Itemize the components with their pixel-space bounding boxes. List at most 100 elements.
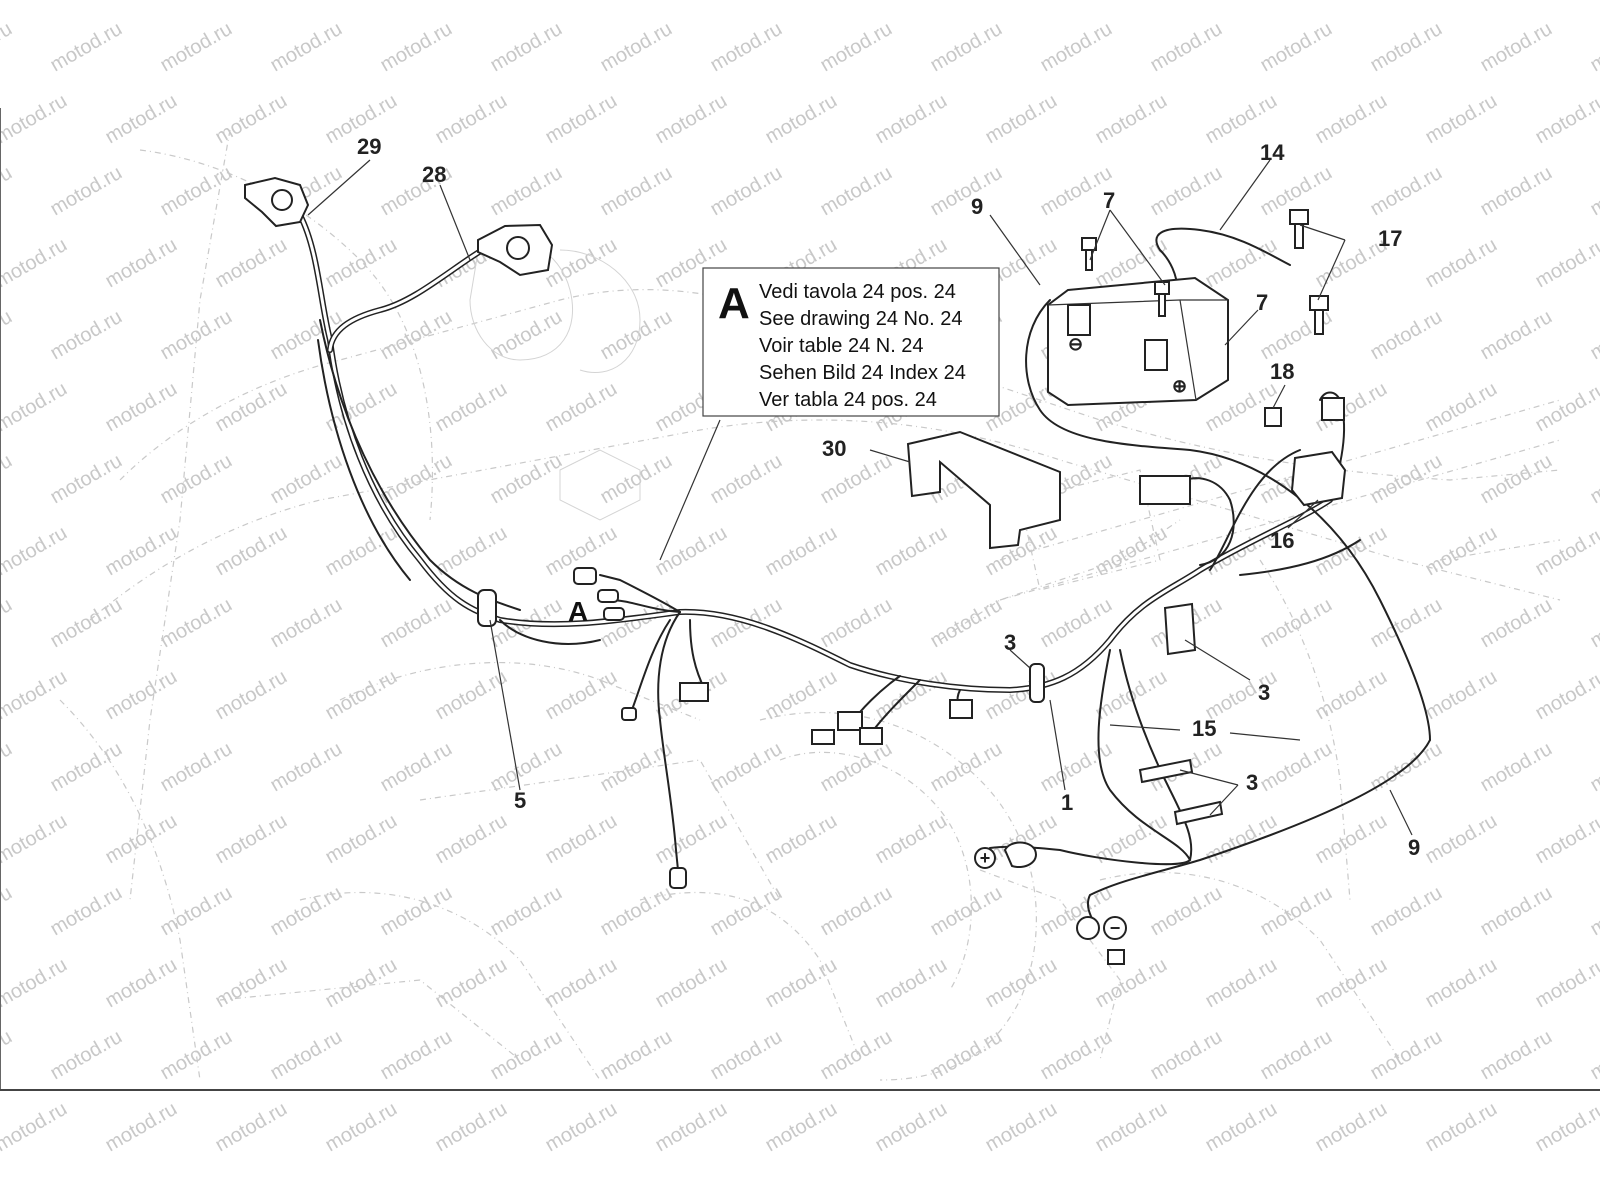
watermark-text: motod.ru — [1257, 738, 1336, 797]
watermark-text: motod.ru — [322, 378, 401, 437]
left-headlight-connector — [244, 176, 310, 228]
watermark-text: motod.ru — [1037, 738, 1116, 797]
watermark-text: motod.ru — [1587, 162, 1600, 221]
watermark-text: motod.ru — [102, 954, 181, 1013]
watermark-layer: motod.ru motod.ru motod.ru motod.ru motod.ru… — [0, 0, 1600, 1156]
watermark-text: motod.ru — [982, 90, 1061, 149]
watermark-text: motod.ru — [1422, 810, 1501, 869]
battery-positive-mark: ⊕ — [1172, 376, 1187, 396]
watermark-text: motod.ru — [432, 666, 511, 725]
watermark-text: motod.ru — [1587, 450, 1600, 509]
watermark-text: motod.ru — [487, 162, 566, 221]
watermark-text: motod.ru — [707, 450, 786, 509]
callout-a: A — [568, 596, 588, 627]
watermark-text: motod.ru — [1477, 306, 1556, 365]
legend-line-english: See drawing 24 No. 24 — [759, 308, 962, 330]
watermark-text: motod.ru — [212, 666, 291, 725]
battery-negative-mark: ⊖ — [1068, 334, 1083, 354]
watermark-text: motod.ru — [1147, 18, 1226, 77]
watermark-text: motod.ru — [377, 594, 456, 653]
watermark-text: motod.ru — [157, 450, 236, 509]
harness-clamp-lower — [1138, 758, 1224, 826]
watermark-text: motod.ru — [597, 882, 676, 941]
watermark-text: motod.ru — [1532, 954, 1600, 1013]
watermark-text: motod.ru — [377, 450, 456, 509]
watermark-text: motod.ru — [542, 378, 621, 437]
watermark-text: motod.ru — [982, 954, 1061, 1013]
positive-symbol-circle — [974, 847, 996, 869]
watermark-text: motod.ru — [542, 90, 621, 149]
watermark-text: motod.ru — [1422, 378, 1501, 437]
watermark-text: motod.ru — [1587, 738, 1600, 797]
watermark-text: motod.ru — [817, 162, 896, 221]
callout-labels: 29 28 9 7 14 17 7 18 30 16 A 3 3 15 3 5 … — [357, 134, 1420, 860]
watermark-text: motod.ru — [1422, 90, 1501, 149]
watermark-text: motod.ru — [322, 666, 401, 725]
watermark-text: motod.ru — [1257, 1026, 1336, 1085]
watermark-text: motod.ru — [1587, 306, 1600, 365]
negative-ground-terminal — [1076, 916, 1125, 965]
watermark-text: motod.ru — [762, 666, 841, 725]
watermark-text: motod.ru — [1147, 162, 1226, 221]
watermark-text: motod.ru — [157, 306, 236, 365]
watermark-text: motod.ru — [927, 162, 1006, 221]
watermark-text: motod.ru — [0, 450, 16, 509]
watermark-text: motod.ru — [0, 954, 71, 1013]
watermark-text: motod.ru — [1257, 882, 1336, 941]
watermark-text: motod.ru — [1092, 810, 1171, 869]
watermark-text: motod.ru — [1092, 1098, 1171, 1157]
watermark-text: motod.ru — [927, 882, 1006, 941]
watermark-text: motod.ru — [1422, 0, 1501, 4]
callout-7-right: 7 — [1256, 290, 1268, 315]
watermark-text: motod.ru — [0, 666, 71, 725]
watermark-text: motod.ru — [542, 1098, 621, 1157]
fuse — [1264, 407, 1282, 427]
watermark-text: motod.ru — [212, 954, 291, 1013]
watermark-text: motod.ru — [212, 0, 291, 4]
watermark-text: motod.ru — [102, 522, 181, 581]
harness-clamp-left — [477, 589, 497, 627]
watermark-text: motod.ru — [102, 234, 181, 293]
watermark-text: motod.ru — [487, 450, 566, 509]
watermark-text: motod.ru — [322, 810, 401, 869]
fuse-box-bolt-lower — [1309, 295, 1329, 335]
connector-cluster-center — [811, 699, 973, 745]
watermark-text: motod.ru — [1312, 954, 1391, 1013]
watermark-text: motod.ru — [707, 738, 786, 797]
watermark-text: motod.ru — [267, 882, 346, 941]
callout-1: 1 — [1061, 790, 1073, 815]
watermark-text: motod.ru — [652, 0, 731, 4]
watermark-text: motod.ru — [1202, 234, 1281, 293]
watermark-text: motod.ru — [872, 1098, 951, 1157]
watermark-text: motod.ru — [1147, 1026, 1226, 1085]
watermark-text: motod.ru — [1367, 18, 1446, 77]
watermark-text: motod.ru — [102, 810, 181, 869]
callout-3-mid: 3 — [1004, 630, 1016, 655]
watermark-text: motod.ru — [1092, 90, 1171, 149]
watermark-text: motod.ru — [1422, 954, 1501, 1013]
watermark-text: motod.ru — [212, 522, 291, 581]
watermark-text: motod.ru — [377, 18, 456, 77]
watermark-text: motod.ru — [817, 1026, 896, 1085]
callout-7-top: 7 — [1103, 188, 1115, 213]
watermark-text: motod.ru — [0, 18, 16, 77]
watermark-text: motod.ru — [0, 738, 16, 797]
watermark-text: motod.ru — [1312, 0, 1391, 4]
watermark-text: motod.ru — [102, 666, 181, 725]
watermark-text: motod.ru — [1477, 162, 1556, 221]
watermark-text: motod.ru — [1477, 1026, 1556, 1085]
watermark-text: motod.ru — [1037, 18, 1116, 77]
watermark-text: motod.ru — [652, 90, 731, 149]
watermark-text: motod.ru — [1312, 1098, 1391, 1157]
watermark-text: motod.ru — [47, 738, 126, 797]
watermark-text: motod.ru — [212, 234, 291, 293]
legend-letter: A — [718, 279, 750, 328]
watermark-text: motod.ru — [1477, 450, 1556, 509]
watermark-text: motod.ru — [1147, 882, 1226, 941]
starter-relay — [1290, 397, 1347, 507]
callout-14: 14 — [1260, 140, 1285, 165]
watermark-text: motod.ru — [0, 1026, 16, 1085]
right-headlight-connector — [477, 223, 554, 277]
watermark-text: motod.ru — [0, 594, 16, 653]
